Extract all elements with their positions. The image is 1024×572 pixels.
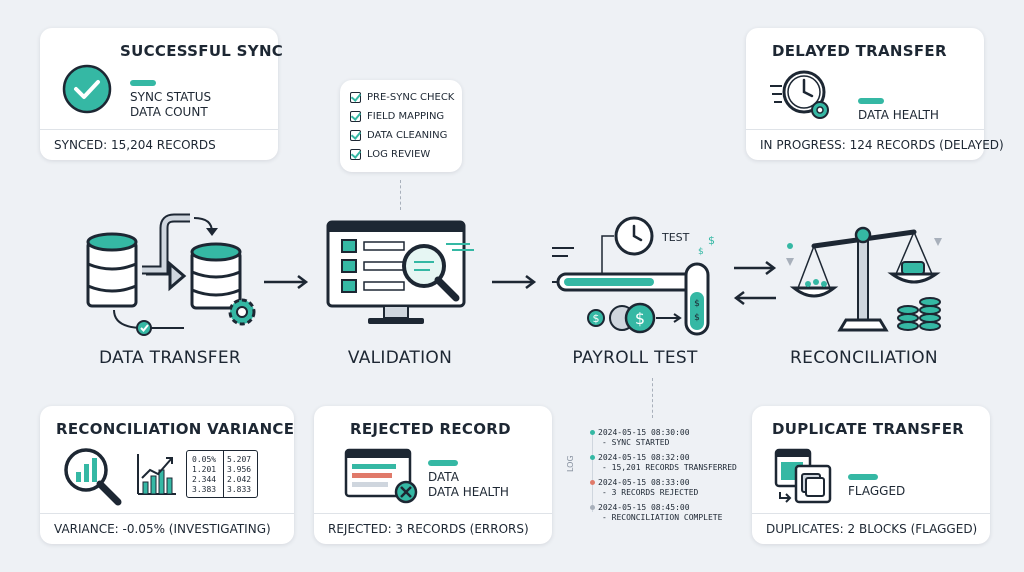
connector-checklist xyxy=(400,180,401,210)
data-bar xyxy=(428,460,458,466)
log-dot xyxy=(590,455,595,460)
card-title: RECONCILIATION VARIANCE xyxy=(56,420,295,438)
payroll-test-illustration: $ $ $ $ $ $ xyxy=(552,216,715,336)
svg-text:$: $ xyxy=(694,313,700,323)
data-health-label: DATA HEALTH xyxy=(428,485,509,499)
svg-text:$: $ xyxy=(635,309,645,328)
card-delayed-transfer: DELAYED TRANSFER DATA HEALTH IN PROGRESS… xyxy=(746,28,1004,160)
card-reconciliation-variance: RECONCILIATION VARIANCE 0.05% 1.201 2.34… xyxy=(40,406,294,544)
flagged-label: FLAGGED xyxy=(848,484,906,498)
dollar-coin-icon: $ $ xyxy=(587,302,656,334)
document-reject-icon xyxy=(344,448,418,504)
card-title: SUCCESSFUL SYNC xyxy=(120,42,284,60)
log-timeline: 2024-05-15 08:30:00 - SYNC STARTED 2024-… xyxy=(580,428,770,528)
balance-scale-icon xyxy=(786,226,942,332)
checklist-item: DATA CLEANING xyxy=(340,126,462,145)
checkbox-checked-icon xyxy=(350,130,361,141)
stage-label-payroll-test: PAYROLL TEST xyxy=(572,348,698,368)
log-dot xyxy=(590,430,595,435)
variance-table: 0.05% 1.201 2.344 3.383 5.207 3.956 2.04… xyxy=(186,450,258,498)
log-entry: 2024-05-15 08:30:00 - SYNC STARTED xyxy=(580,428,770,453)
card-footer: DUPLICATES: 2 BLOCKS (FLAGGED) xyxy=(752,513,990,544)
checkbox-checked-icon xyxy=(350,149,361,160)
monitor-icon xyxy=(326,220,474,324)
card-footer: SYNCED: 15,204 RECORDS xyxy=(40,129,278,160)
database-icon xyxy=(190,242,242,310)
duplicate-files-icon xyxy=(774,448,832,504)
data-transfer-illustration xyxy=(86,213,256,336)
checklist-item: PRE-SYNC CHECK xyxy=(340,88,462,107)
database-icon xyxy=(86,232,138,308)
clock-icon xyxy=(614,216,654,256)
log-side-label: LOG xyxy=(566,455,575,472)
flow-arrow xyxy=(264,275,309,289)
health-bar xyxy=(858,98,884,104)
log-entry: 2024-05-15 08:33:00 - 3 RECORDS REJECTED xyxy=(580,478,770,503)
stage-label-reconciliation: RECONCILIATION xyxy=(790,348,938,368)
check-circle-icon xyxy=(62,64,112,114)
card-successful-sync: SUCCESSFUL SYNC SYNC STATUS DATA COUNT S… xyxy=(40,28,283,160)
stage-label-validation: VALIDATION xyxy=(347,348,453,368)
bar-chart-icon xyxy=(64,448,122,506)
sync-status-label: SYNC STATUS xyxy=(130,90,212,104)
connector-log xyxy=(652,378,653,418)
bidirectional-arrows xyxy=(733,261,777,305)
card-duplicate-transfer: DUPLICATE TRANSFER FLAGGED DUPLICATES: 2… xyxy=(752,406,990,544)
data-count-label: DATA COUNT xyxy=(130,105,208,119)
validation-checklist: PRE-SYNC CHECK FIELD MAPPING DATA CLEANI… xyxy=(340,80,462,172)
card-footer: IN PROGRESS: 124 RECORDS (DELAYED) xyxy=(746,129,1004,160)
stage-label-data-transfer: DATA TRANSFER xyxy=(98,348,242,368)
log-dot xyxy=(590,480,595,485)
magnifier-icon xyxy=(402,244,460,302)
svg-text:$: $ xyxy=(694,299,700,309)
log-entry: 2024-05-15 08:45:00 - RECONCILIATION COM… xyxy=(580,503,770,528)
card-rejected-record: REJECTED RECORD DATA DATA HEALTH REJECTE… xyxy=(314,406,552,544)
log-entry: 2024-05-15 08:32:00 - 15,201 RECORDS TRA… xyxy=(580,453,770,478)
svg-text:$: $ xyxy=(593,312,600,325)
checkbox-checked-icon xyxy=(350,92,361,103)
status-bar xyxy=(130,80,156,86)
checklist-item: FIELD MAPPING xyxy=(340,107,462,126)
svg-text:$: $ xyxy=(708,234,715,247)
data-health-label: DATA HEALTH xyxy=(858,108,939,122)
checklist-item: LOG REVIEW xyxy=(340,145,462,164)
card-footer: REJECTED: 3 RECORDS (ERRORS) xyxy=(314,513,552,544)
card-title: DUPLICATE TRANSFER xyxy=(772,420,965,438)
card-title: REJECTED RECORD xyxy=(350,420,511,438)
clock-gear-icon xyxy=(770,70,829,119)
test-label: TEST xyxy=(662,231,690,244)
data-label: DATA xyxy=(428,470,459,484)
card-footer: VARIANCE: -0.05% (INVESTIGATING) xyxy=(40,513,294,544)
svg-text:$: $ xyxy=(698,247,704,257)
flow-arrow xyxy=(492,275,537,289)
coin-stack-icon xyxy=(897,297,941,331)
gear-icon xyxy=(228,298,256,326)
log-dot xyxy=(590,505,595,510)
card-title: DELAYED TRANSFER xyxy=(772,42,947,60)
flag-bar xyxy=(848,474,878,480)
checkbox-checked-icon xyxy=(350,111,361,122)
test-tube-icon: $ $ $ $ xyxy=(684,234,715,336)
line-chart-icon xyxy=(137,454,176,495)
